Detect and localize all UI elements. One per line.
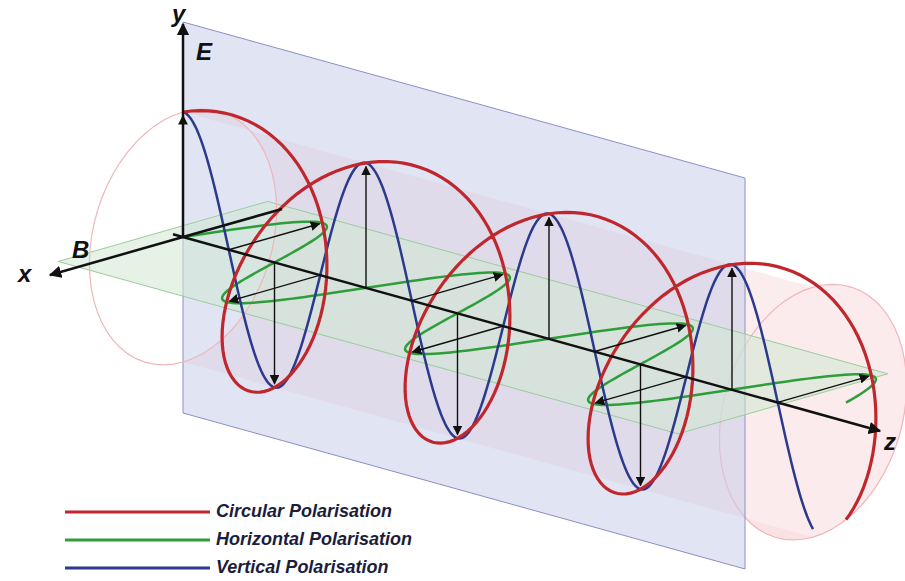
field-vector: [731, 268, 732, 389]
legend-line: [65, 539, 210, 542]
field-vector: [778, 376, 869, 402]
field-vector: [548, 217, 549, 338]
legend-text: Vertical Polarisation: [216, 558, 388, 576]
field-vector: [412, 326, 503, 352]
field-vector: [229, 275, 320, 301]
field-vector: [595, 325, 686, 351]
field-vector: [640, 364, 641, 485]
field-label: B: [72, 238, 89, 262]
z-axis: [173, 234, 880, 431]
legend-line: [65, 511, 210, 514]
legend-line: [65, 567, 210, 570]
field-vector: [595, 377, 686, 403]
axis-label: z: [884, 430, 896, 454]
x-axis: [50, 209, 282, 275]
axis-label: x: [18, 262, 31, 286]
y-axis: [182, 24, 185, 237]
field-vector: [412, 275, 503, 301]
field-vector: [274, 262, 275, 383]
axis-label: y: [172, 2, 185, 26]
vertical-wave: [183, 112, 813, 529]
circular-wave: [183, 111, 876, 520]
field-vector: [457, 313, 458, 434]
legend-text: Horizontal Polarisation: [216, 530, 412, 548]
field-vector: [229, 224, 320, 250]
legend-text: Circular Polarisation: [216, 502, 392, 520]
field-label: E: [196, 40, 212, 64]
field-vector: [365, 167, 366, 288]
